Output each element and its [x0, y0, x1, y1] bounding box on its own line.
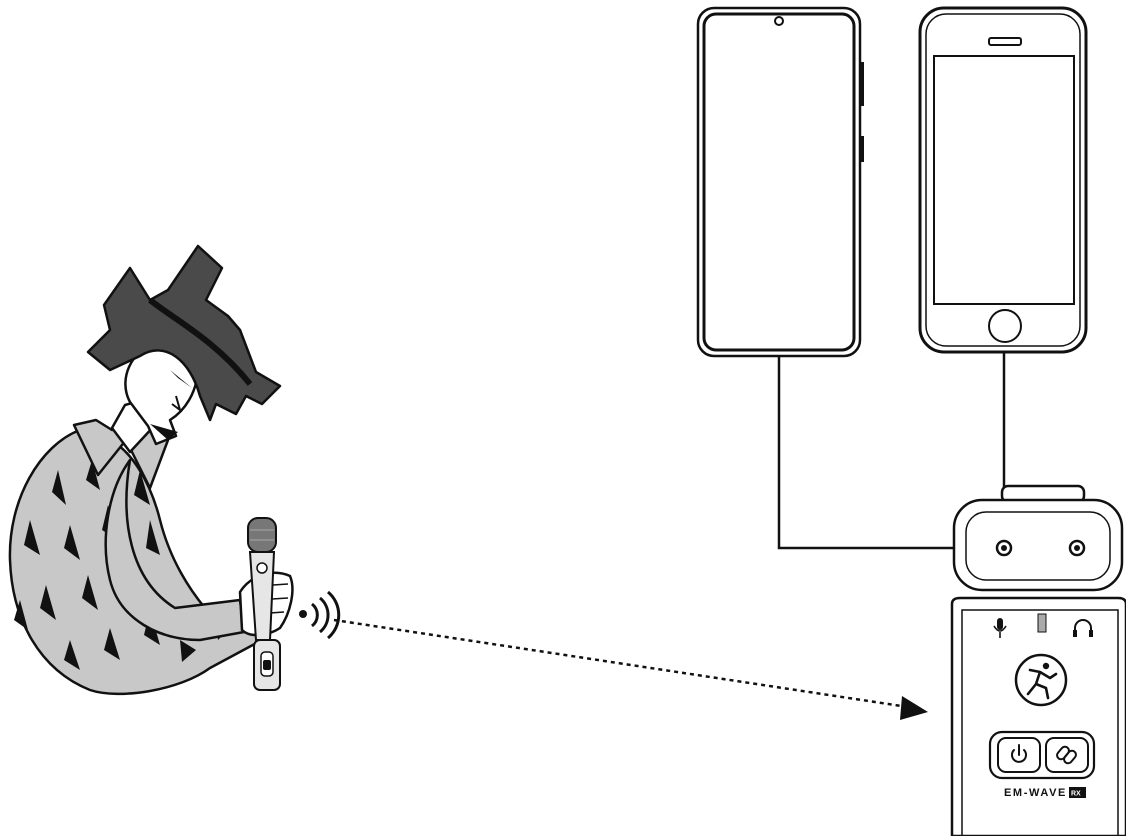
handheld-microphone [247, 517, 281, 691]
speaker-slot [988, 37, 1022, 46]
model-name: EM-WAVE [1004, 787, 1067, 799]
mic-grille [247, 517, 277, 553]
camera-icon [774, 16, 784, 26]
power-icon [1011, 744, 1027, 763]
wireless-signal-icon [299, 590, 341, 640]
receiver-label: EM-WAVE RX [1004, 787, 1086, 799]
status-led [1037, 613, 1047, 633]
model-tag: RX [1071, 791, 1081, 798]
singer-arm [104, 458, 246, 642]
signal-arrow [333, 618, 928, 720]
iphone-screen [933, 55, 1075, 305]
android-phone [696, 6, 864, 358]
receiver-body: EM-WAVE RX [950, 596, 1126, 836]
power-side-button [860, 136, 864, 162]
volume-button [860, 62, 864, 106]
link-icon [1056, 745, 1077, 765]
mackie-running-man-logo [1014, 653, 1068, 707]
iphone [918, 6, 1088, 354]
singer-illustration [8, 244, 294, 696]
home-button-icon [988, 309, 1022, 343]
headphones-icon [1073, 619, 1093, 637]
singer-hair [86, 244, 282, 422]
mic-icon [993, 618, 1007, 638]
receiver-top [952, 484, 1124, 592]
model-tag-badge [1069, 787, 1086, 798]
